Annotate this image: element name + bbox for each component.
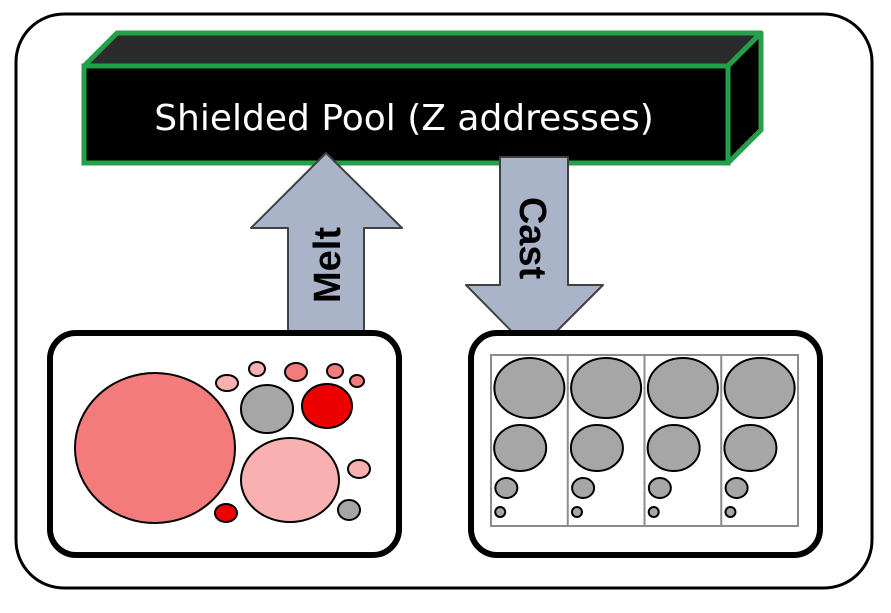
coin xyxy=(284,362,308,382)
coin xyxy=(347,459,371,479)
cast-coin xyxy=(724,506,737,518)
melt-coins xyxy=(74,361,371,524)
cast-box xyxy=(468,330,823,558)
cast-coin xyxy=(494,506,507,518)
cast-coin xyxy=(494,477,519,499)
coin xyxy=(326,363,344,379)
pool-label: Shielded Pool (Z addresses) xyxy=(154,98,654,139)
coin xyxy=(74,372,236,524)
cast-coin xyxy=(569,424,624,472)
cast-coin xyxy=(493,424,548,472)
coin xyxy=(248,361,266,377)
cast-coin xyxy=(723,357,796,419)
cast-coin xyxy=(647,477,672,499)
pool-top-face xyxy=(81,30,764,69)
coin xyxy=(349,374,365,388)
melt-arrow: Melt xyxy=(250,152,403,343)
coin xyxy=(215,374,239,392)
cast-coin xyxy=(493,357,566,419)
melt-label: Melt xyxy=(307,227,349,303)
cast-label: Cast xyxy=(511,197,553,280)
coin xyxy=(337,499,361,521)
coin xyxy=(214,503,238,523)
cast-coin xyxy=(570,357,643,419)
cast-coin xyxy=(646,424,701,472)
coin xyxy=(240,437,340,523)
pool-front-face xyxy=(81,63,731,166)
coin xyxy=(240,384,294,434)
cast-grid xyxy=(493,355,796,526)
cast-coin xyxy=(724,477,749,499)
cast-coin xyxy=(570,506,583,518)
cast-coin xyxy=(571,477,596,499)
cast-arrow: Cast xyxy=(465,156,604,355)
melt-box xyxy=(47,330,402,558)
cast-coin xyxy=(647,506,660,518)
cast-arrow-shape xyxy=(465,156,604,355)
coin xyxy=(301,383,353,429)
cast-coin xyxy=(723,424,778,472)
shielded-pool: Shielded Pool (Z addresses) xyxy=(81,30,764,166)
cast-coin xyxy=(646,357,719,419)
